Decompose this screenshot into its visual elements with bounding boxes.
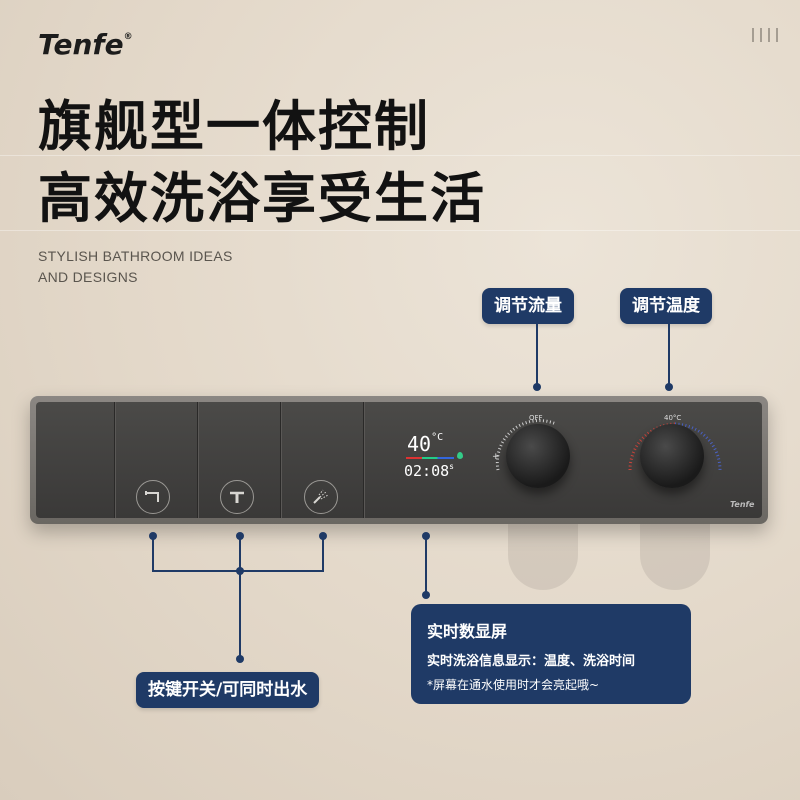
display-indicator-bar [406, 457, 454, 459]
flow-knob[interactable] [506, 424, 570, 488]
temperature-label-tag: 调节温度 [620, 288, 712, 324]
temp-connector-dot [665, 383, 673, 391]
panel-divider [114, 402, 115, 518]
knob-shadow [640, 520, 710, 590]
panel-face: 40°C 02:08s OFF + 40°C Tenfe [36, 402, 762, 518]
time-unit: s [449, 462, 454, 471]
temperature-knob-label: 40°C [664, 414, 682, 422]
faucet-icon [145, 491, 159, 502]
menu-icon[interactable] [752, 28, 778, 42]
subtitle-line-1: STYLISH BATHROOM IDEAS [38, 248, 233, 264]
display-temperature: 40°C [407, 432, 443, 456]
shower-control-panel: 40°C 02:08s OFF + 40°C Tenfe [30, 396, 768, 524]
bath-spout-button[interactable] [220, 480, 254, 514]
faucet-button[interactable] [136, 480, 170, 514]
temperature-unit: °C [431, 432, 444, 443]
headline-line-2: 高效洗浴享受生活 [38, 167, 486, 230]
brand-logo: Tenfe® [38, 28, 133, 61]
panel-divider [197, 402, 198, 518]
panel-divider [280, 402, 281, 518]
buttons-junction-dot [236, 567, 244, 575]
shower-connector [322, 536, 324, 572]
display-connector-end-dot [422, 591, 430, 599]
info-note: *屏幕在通水使用时才会亮起哦~ [427, 678, 600, 692]
knob-shadow [508, 520, 578, 590]
info-line: 实时洗浴信息显示：温度、洗浴时间 [427, 654, 636, 669]
flow-plus-label: + [492, 452, 500, 462]
subtitle-line-2: AND DESIGNS [38, 269, 138, 285]
time-value: 02:08 [404, 462, 450, 480]
subtitle: STYLISH BATHROOM IDEAS AND DESIGNS [38, 246, 233, 288]
water-drop-icon [457, 452, 463, 459]
temperature-scale-arc [628, 422, 722, 471]
flow-off-label: OFF [529, 414, 543, 422]
temperature-value: 40 [407, 432, 432, 456]
flow-label-tag: 调节流量 [482, 288, 574, 324]
registered-mark: ® [123, 32, 133, 42]
wall-line [0, 230, 800, 231]
bath-spout-icon [230, 491, 244, 503]
flow-connector [536, 324, 538, 386]
brand-name: Tenfe [38, 28, 124, 61]
temp-connector [668, 324, 670, 386]
panel-logo: Tenfe [730, 500, 755, 509]
buttons-label-tag: 按键开关/可同时出水 [136, 672, 320, 708]
faucet-connector [152, 536, 154, 572]
spout-connector [239, 536, 241, 656]
temperature-knob[interactable] [640, 424, 704, 488]
wall-line [0, 155, 800, 156]
panel-divider [363, 402, 364, 518]
display-connector [425, 536, 427, 596]
flow-connector-dot [533, 383, 541, 391]
headline-line-1: 旗舰型一体控制 [38, 95, 430, 158]
display-time: 02:08s [404, 462, 454, 480]
shower-button[interactable] [304, 480, 338, 514]
buttons-bottom-dot [236, 655, 244, 663]
shower-icon [313, 489, 329, 504]
info-title: 实时数显屏 [427, 622, 508, 641]
display-info-box: 实时数显屏 实时洗浴信息显示：温度、洗浴时间 *屏幕在通水使用时才会亮起哦~ [411, 604, 691, 704]
